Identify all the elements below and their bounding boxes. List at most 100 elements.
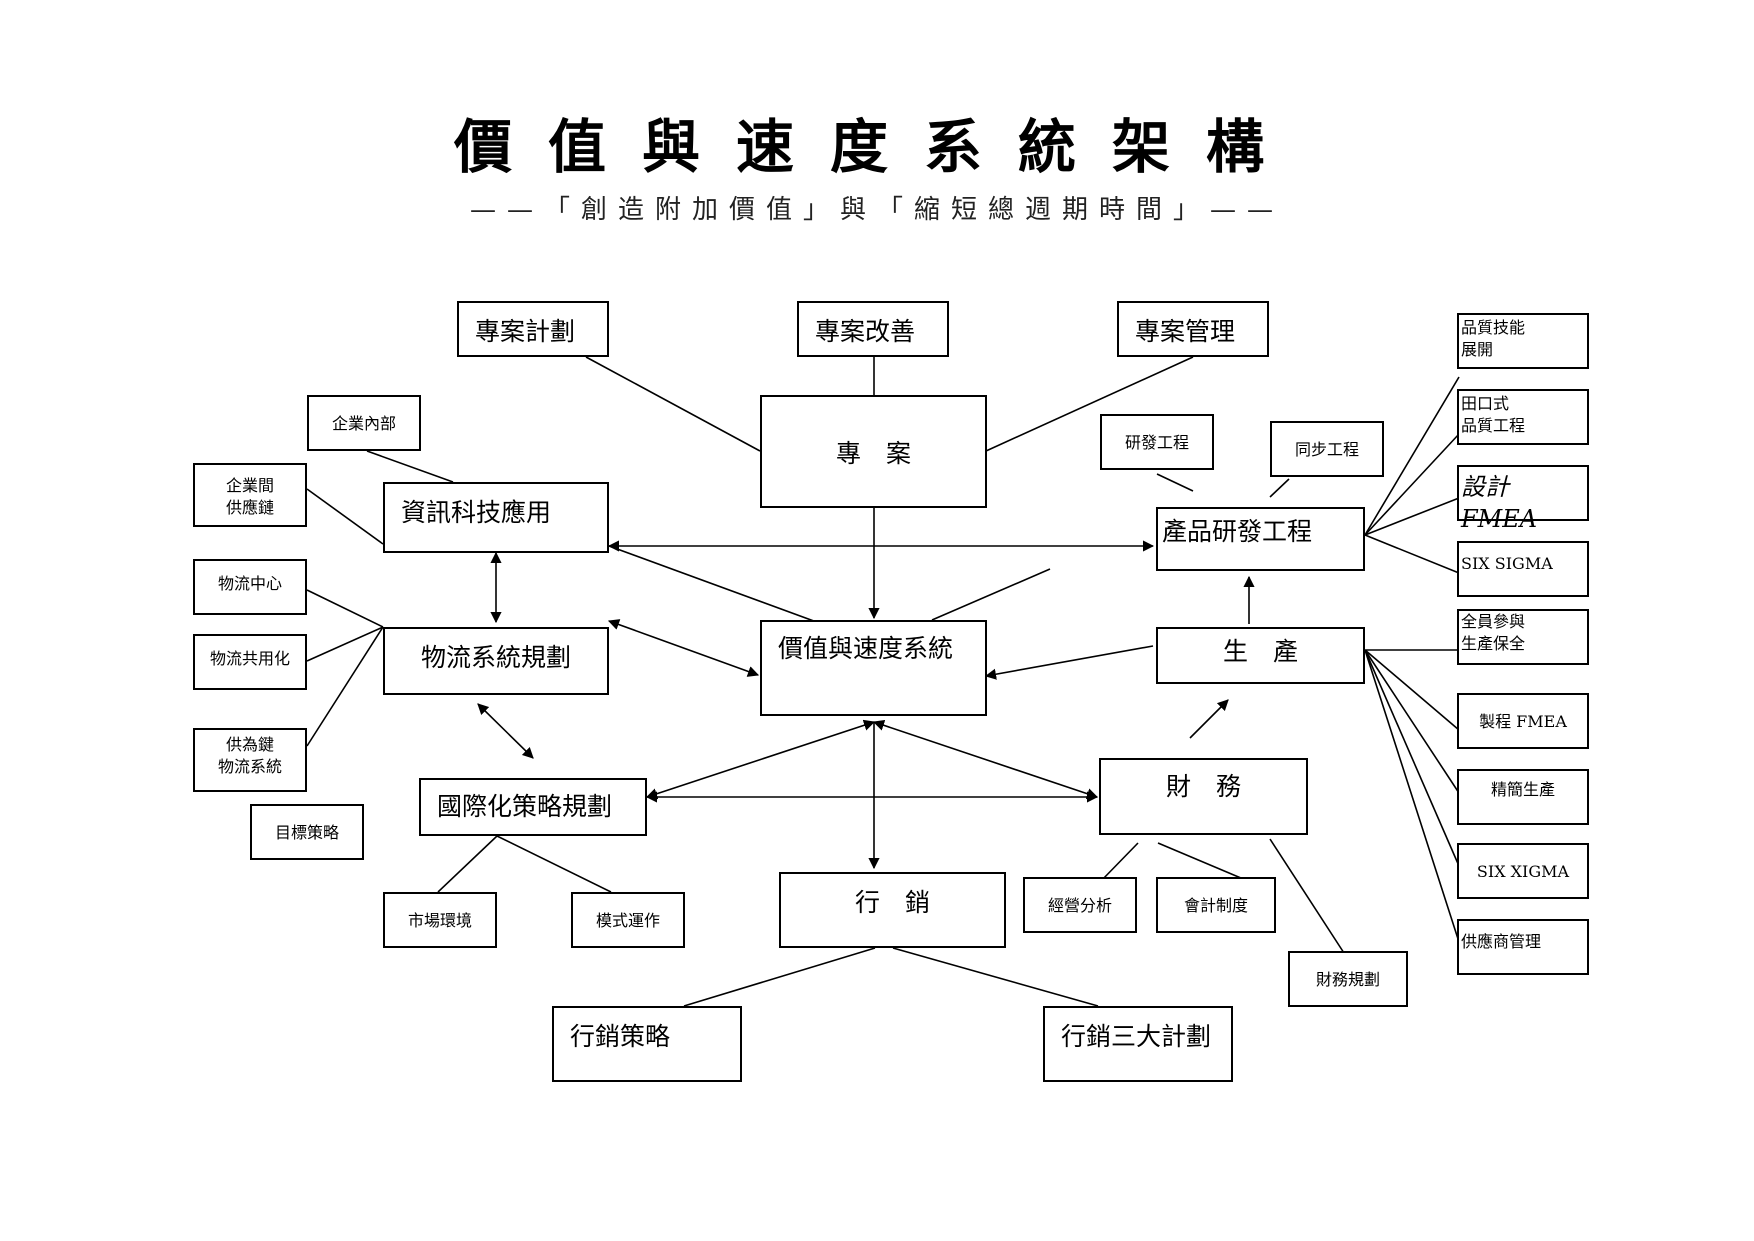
node-label: 物流系統規劃 xyxy=(420,643,571,672)
node-finance: 財 務 xyxy=(1099,758,1308,835)
line-interent-it xyxy=(306,488,384,545)
node-market-env: 市場環境 xyxy=(383,892,497,948)
arrow-logistics-vs xyxy=(607,619,760,677)
node-label: 市場環境 xyxy=(407,911,472,930)
node-label: 田口式 品質工程 xyxy=(1461,394,1526,435)
node-label: 財 務 xyxy=(1165,772,1241,801)
line-concurrent-product xyxy=(1269,478,1290,498)
line-rdeng-product xyxy=(1156,473,1194,492)
node-model-operation: 模式運作 xyxy=(571,892,685,948)
node-six-sigma: SIX SIGMA xyxy=(1457,541,1589,597)
node-label: 專案計劃 xyxy=(475,317,576,346)
line-plan-project xyxy=(585,356,761,452)
node-design-fmea: 設計 FMEA xyxy=(1457,465,1589,533)
line-prod-lean xyxy=(1364,649,1460,794)
node-project-manage: 專案管理 xyxy=(1117,301,1269,357)
node-label: 專 案 xyxy=(835,439,911,468)
diagram-subtitle: ——「創造附加價值」與「縮短總週期時間」—— xyxy=(469,195,1284,225)
node-process-fmea: 製程 FMEA xyxy=(1457,693,1589,749)
node-project-improve: 專案改善 xyxy=(797,301,949,357)
node-label: 行銷三大計劃 xyxy=(1061,1022,1212,1051)
node-target-strategy: 目標策略 xyxy=(250,804,364,860)
line-chain-logistics xyxy=(306,626,384,747)
node-lean-production: 精簡生產 xyxy=(1457,769,1589,825)
node-product-rd: 產品研發工程 xyxy=(1156,507,1365,571)
node-logistics-planning: 物流系統規劃 xyxy=(383,627,609,695)
node-logistics-center: 物流中心 xyxy=(193,559,307,615)
node-label: 模式運作 xyxy=(595,911,660,930)
line-prod-pfmea xyxy=(1364,649,1460,731)
node-label: 企業內部 xyxy=(331,414,396,433)
node-label: 國際化策略規劃 xyxy=(437,792,613,821)
line-product-sixsigma xyxy=(1364,534,1460,574)
node-label: 同步工程 xyxy=(1294,440,1359,459)
node-label: 產品研發工程 xyxy=(1162,517,1313,546)
node-label: 物流中心 xyxy=(217,574,282,593)
node-it-application: 資訊科技應用 xyxy=(383,482,609,553)
line-fin-planning xyxy=(1269,838,1345,954)
node-label: 供為鍵 物流系統 xyxy=(217,735,282,776)
line-mkt-strategy xyxy=(683,947,876,1007)
node-accounting-system: 會計制度 xyxy=(1156,877,1276,933)
node-marketing: 行 銷 xyxy=(779,872,1006,948)
node-value-speed-system: 價值與速度系統 xyxy=(760,620,987,716)
node-label: 研發工程 xyxy=(1124,433,1189,452)
node-label: 價值與速度系統 xyxy=(778,634,954,663)
line-prod-sixx xyxy=(1364,649,1460,867)
node-label: 物流共用化 xyxy=(209,649,290,668)
node-label: 財務規劃 xyxy=(1315,970,1380,989)
node-label: 資訊科技應用 xyxy=(401,498,552,527)
node-marketing-strategy: 行銷策略 xyxy=(552,1006,742,1082)
node-label: 生 產 xyxy=(1222,637,1298,666)
node-tpm: 全員參與 生產保全 xyxy=(1457,609,1589,665)
line-mkt-plans xyxy=(892,947,1099,1007)
line-fin-analysis xyxy=(1100,842,1139,882)
node-label: 企業間 供應鏈 xyxy=(225,476,274,517)
node-financial-planning: 財務規劃 xyxy=(1288,951,1408,1007)
line-fin-accounting xyxy=(1157,842,1249,882)
diagram-title: 價值與速度系統架構 xyxy=(453,113,1300,181)
node-inter-enterprise-chain: 企業間 供應鏈 xyxy=(193,463,307,527)
line-center-logistics xyxy=(306,589,384,628)
node-label: 全員參與 生產保全 xyxy=(1461,612,1526,653)
arrow-vs-finance xyxy=(872,719,1099,800)
arrow-production-vs xyxy=(984,645,1154,680)
node-project: 專 案 xyxy=(760,395,987,508)
node-logistics-sharing: 物流共用化 xyxy=(193,634,307,690)
node-taguchi: 田口式 品質工程 xyxy=(1457,389,1589,445)
node-six-xigma: SIX XIGMA xyxy=(1457,843,1589,899)
node-label: SIX XIGMA xyxy=(1476,862,1570,881)
node-intl-strategy: 國際化策略規劃 xyxy=(419,778,647,836)
node-label: 專案管理 xyxy=(1135,317,1236,346)
node-label: 製程 FMEA xyxy=(1479,712,1567,731)
line-sharing-logistics xyxy=(306,626,384,662)
node-label: 專案改善 xyxy=(815,317,916,346)
node-label: 行 銷 xyxy=(854,888,930,917)
arrow-finance-production xyxy=(1189,699,1229,739)
arrow-intl-vs xyxy=(645,719,876,800)
line-product-qfd xyxy=(1364,376,1460,536)
line-intl-model xyxy=(496,835,612,893)
node-project-plan: 專案計劃 xyxy=(457,301,609,357)
node-label: 目標策略 xyxy=(274,823,339,842)
arrow-logistics-intl xyxy=(477,703,534,759)
line-intl-market xyxy=(437,835,498,893)
node-label: 行銷策略 xyxy=(570,1022,671,1051)
node-marketing-three-plans: 行銷三大計劃 xyxy=(1043,1006,1233,1082)
node-enterprise-internal: 企業內部 xyxy=(307,395,421,451)
line-manage-project xyxy=(985,356,1194,452)
node-label: 供應商管理 xyxy=(1461,932,1542,951)
node-supplier-mgmt: 供應商管理 xyxy=(1457,919,1589,975)
line-prod-supplier xyxy=(1364,649,1460,943)
line-productrd-vs-diag xyxy=(931,568,1051,621)
node-label: 經營分析 xyxy=(1047,896,1112,915)
node-concurrent-engineering: 同步工程 xyxy=(1270,421,1384,477)
line-product-taguchi xyxy=(1364,433,1460,536)
node-production: 生 產 xyxy=(1156,627,1365,684)
node-label: 品質技能 展開 xyxy=(1461,318,1526,359)
node-label: 設計 FMEA xyxy=(1461,473,1538,534)
node-business-analysis: 經營分析 xyxy=(1023,877,1137,933)
node-label: 會計制度 xyxy=(1183,896,1248,915)
node-qfd: 品質技能 展開 xyxy=(1457,313,1589,369)
